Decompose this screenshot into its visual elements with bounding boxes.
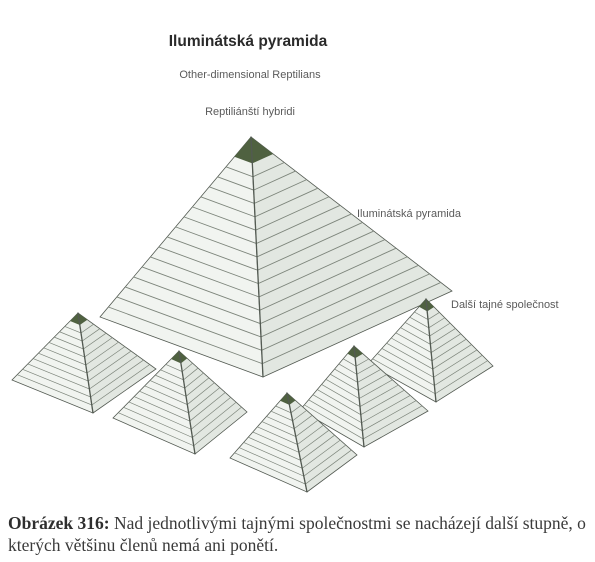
pyramids-layer	[11, 135, 494, 493]
pyramid-capstone	[171, 351, 188, 364]
label-reptilian-hybrids: Reptiliánští hybridi	[205, 106, 295, 118]
pyramid-ridge	[250, 136, 264, 378]
caption-text: Nad jednotlivými tajnými společnostmi se…	[8, 513, 586, 555]
pyramid-capstone	[234, 137, 274, 164]
label-illuminati-pyramid: Iluminátská pyramida	[357, 208, 462, 220]
caption-label: Obrázek 316:	[8, 513, 110, 533]
label-other-dimensional-reptilians: Other-dimensional Reptilians	[179, 69, 321, 81]
pyramid-ridge	[353, 345, 365, 448]
label-other-secret-societies: Další tajné společnost	[451, 299, 559, 311]
pyramid-ridge	[77, 312, 94, 414]
pyramid-ridge	[425, 298, 437, 403]
diagram-title: Iluminátská pyramida	[169, 33, 328, 50]
secret-society-pyramid	[11, 312, 157, 414]
figure-caption: Obrázek 316: Nad jednotlivými tajnými sp…	[8, 512, 593, 556]
secret-society-pyramid	[112, 349, 248, 455]
pyramid-ridge	[286, 392, 308, 493]
secret-society-pyramid	[229, 391, 358, 493]
main-pyramid	[99, 135, 453, 378]
pyramid-ridge	[178, 350, 196, 455]
pyramid-left-face	[99, 135, 264, 378]
secret-society-pyramid	[299, 345, 429, 448]
secret-society-pyramid	[367, 297, 494, 403]
